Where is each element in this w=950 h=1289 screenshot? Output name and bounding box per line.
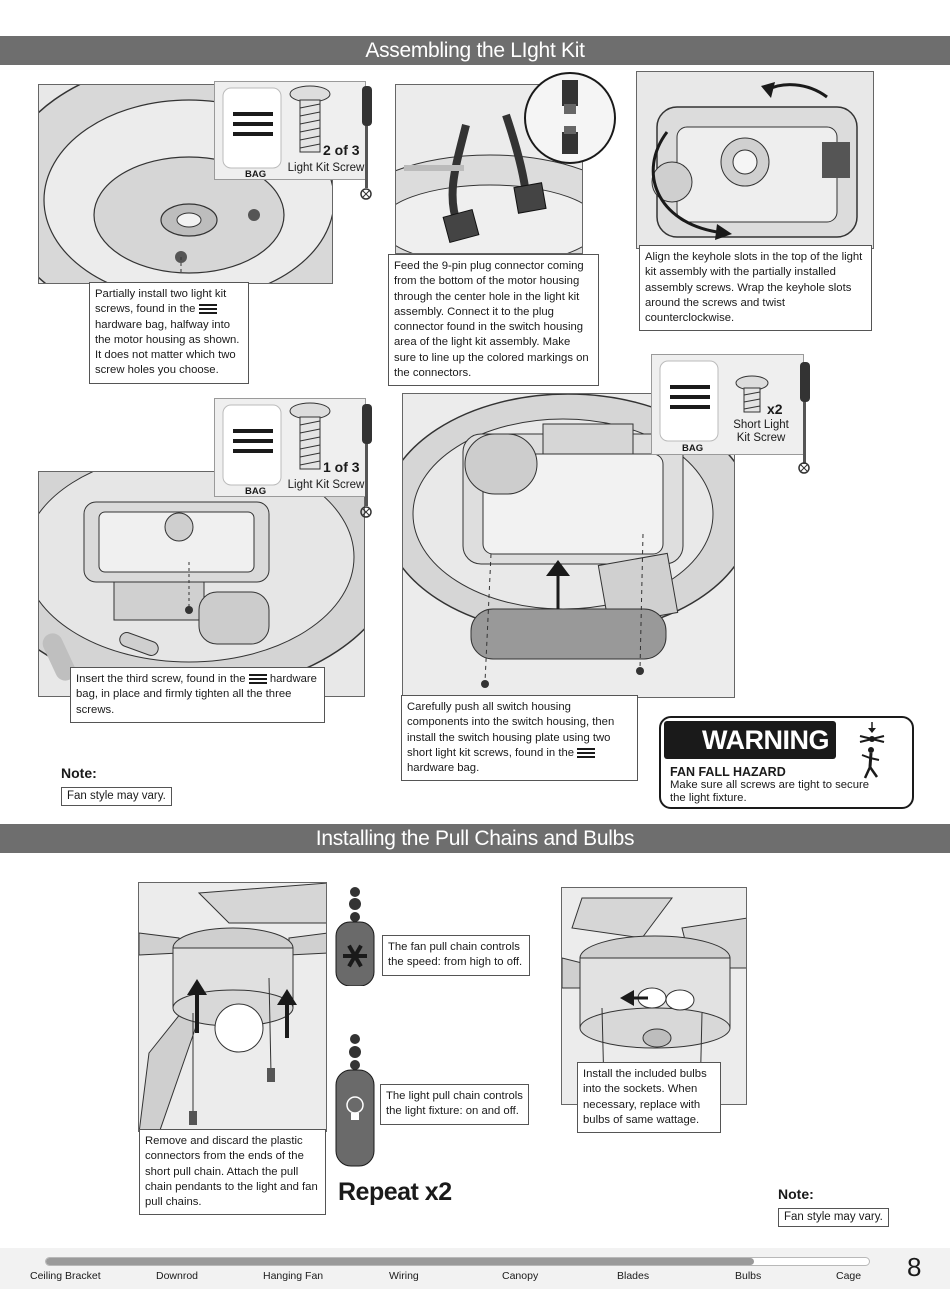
callout-step5: Carefully push all switch housing compon… bbox=[401, 695, 638, 782]
falling-fan-person-icon bbox=[859, 722, 885, 779]
progress-step: Cage bbox=[836, 1270, 862, 1282]
pull-chain-illustration bbox=[138, 882, 327, 1132]
section-title-pull-chains: Installing the Pull Chains and Bulbs bbox=[0, 824, 950, 853]
note-text-2: Fan style may vary. bbox=[778, 1208, 889, 1227]
hardware-count-step1: 2 of 3 bbox=[323, 142, 360, 158]
warning-title: WARNING bbox=[664, 721, 836, 759]
warning-subtitle: FAN FALL HAZARD bbox=[670, 765, 786, 779]
repeat-label: Repeat x2 bbox=[338, 1178, 452, 1206]
progress-step: Downrod bbox=[156, 1270, 199, 1282]
bag-label-step1: BAG bbox=[245, 169, 267, 180]
hardware-box-step4: 1 of 3 Light Kit Screw BAG bbox=[214, 398, 366, 497]
progress-fill bbox=[46, 1258, 754, 1265]
progress-bar bbox=[45, 1257, 870, 1266]
progress-step: Wiring bbox=[389, 1270, 419, 1282]
lightbulb-icon bbox=[346, 1096, 364, 1120]
warning-box: WARNING FAN FALL HAZARD Make sure all sc… bbox=[659, 716, 914, 809]
note-label-2: Note: bbox=[778, 1186, 814, 1202]
step4-illustration bbox=[38, 471, 365, 697]
screwdriver-icon bbox=[798, 362, 810, 474]
callout-fan-chain: The fan pull chain controls the speed: f… bbox=[382, 935, 530, 976]
warning-text: Make sure all screws are tight to secure… bbox=[670, 779, 870, 804]
page-number: 8 bbox=[907, 1252, 922, 1282]
fan-pull-chain-pendant bbox=[335, 887, 375, 986]
callout-step3: Align the keyhole slots in the top of th… bbox=[639, 245, 872, 332]
hardware-box-step5: x2 Short Light Kit Screw BAG bbox=[651, 354, 804, 455]
light-pull-chain-pendant bbox=[335, 1034, 375, 1167]
hardware-count-step5: x2 bbox=[767, 401, 783, 417]
screwdriver-icon bbox=[360, 404, 372, 518]
screwdriver-icon bbox=[360, 86, 372, 200]
callout-step4: Insert the third screw, found in the har… bbox=[70, 667, 325, 723]
note-label-1: Note: bbox=[61, 765, 97, 781]
footer bbox=[0, 1248, 950, 1289]
hardware-label-step4: Light Kit Screw bbox=[287, 479, 365, 491]
note-text-1: Fan style may vary. bbox=[61, 787, 172, 806]
hardware-bag-icon bbox=[577, 747, 596, 758]
hardware-box-step1: 2 of 3 Light Kit Screw BAG bbox=[214, 81, 366, 180]
connector-detail-icon bbox=[524, 72, 616, 164]
callout-step1: Partially install two light kit screws, … bbox=[89, 282, 249, 384]
hardware-bag-icon bbox=[198, 304, 217, 315]
step3-illustration bbox=[636, 71, 874, 249]
progress-step: Canopy bbox=[502, 1270, 539, 1282]
progress-step: Blades bbox=[617, 1270, 650, 1282]
hardware-label-step1: Light Kit Screw bbox=[287, 162, 365, 174]
callout-bulbs: Install the included bulbs into the sock… bbox=[577, 1062, 721, 1134]
callout-step2: Feed the 9-pin plug connector coming fro… bbox=[388, 254, 599, 387]
fan-icon bbox=[343, 944, 367, 968]
hardware-bag-icon bbox=[248, 674, 267, 685]
callout-pull-chain: Remove and discard the plastic connector… bbox=[139, 1129, 326, 1216]
section-title-light-kit: Assembling the LIght Kit bbox=[0, 36, 950, 65]
callout-light-chain: The light pull chain controls the light … bbox=[380, 1084, 529, 1125]
progress-step: Bulbs bbox=[735, 1270, 762, 1282]
progress-step: Hanging Fan bbox=[263, 1270, 324, 1282]
bag-label-step4: BAG bbox=[245, 486, 267, 497]
hardware-count-step4: 1 of 3 bbox=[323, 459, 360, 475]
bag-label-step5: BAG bbox=[682, 443, 704, 454]
hardware-label-step5: Short Light Kit Screw bbox=[733, 419, 789, 444]
progress-step: Ceiling Bracket bbox=[30, 1270, 101, 1282]
